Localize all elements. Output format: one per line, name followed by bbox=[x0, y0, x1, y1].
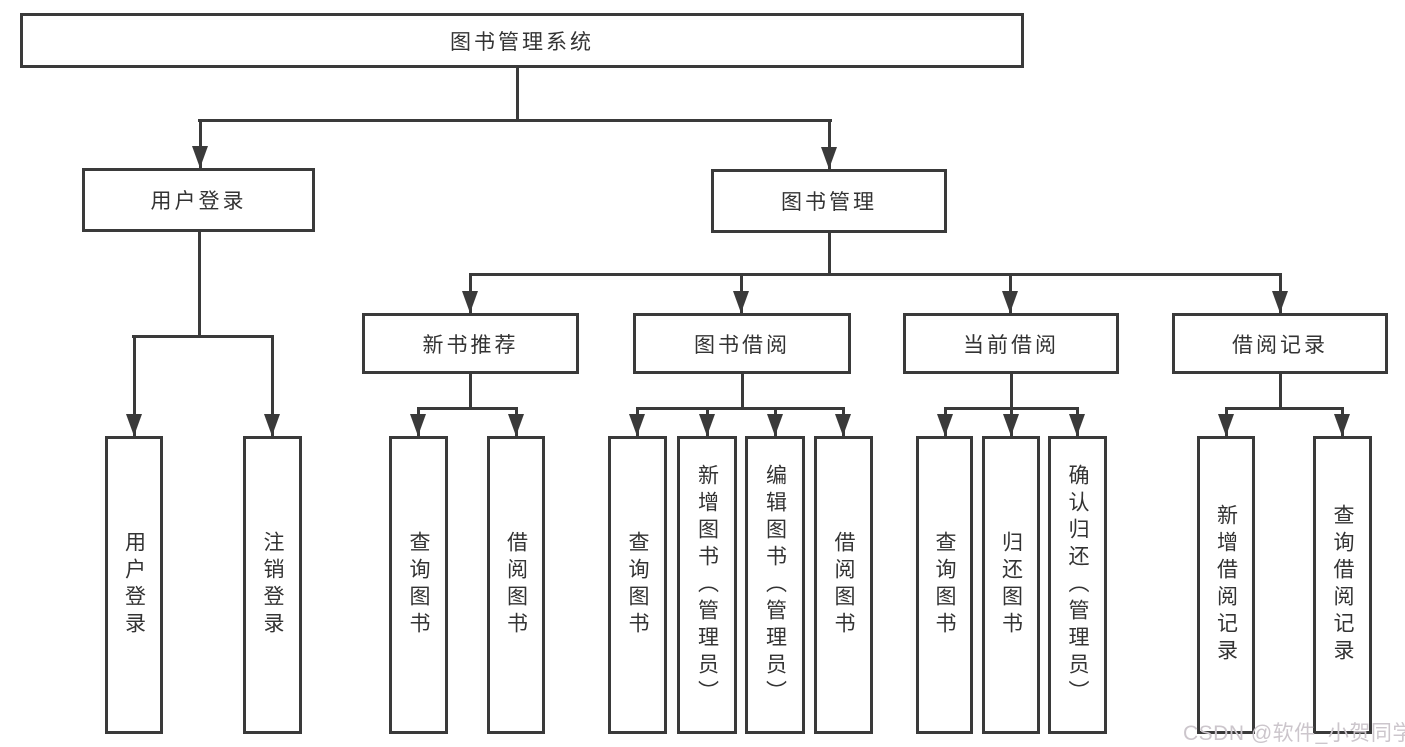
connector-line bbox=[198, 119, 832, 122]
leaf-query-borrow-record: 查询借阅记录 bbox=[1313, 436, 1372, 734]
node-library-system: 图书管理系统 bbox=[20, 13, 1024, 68]
node-borrowing-records-label: 借阅记录 bbox=[1232, 333, 1328, 357]
arrow-down-icon bbox=[821, 147, 837, 169]
leaf-user-login: 用户登录 bbox=[105, 436, 163, 734]
leaf-borrow-books-2-label: 借阅图书 bbox=[832, 531, 855, 639]
leaf-confirm-return-admin: 确认归还（管理员） bbox=[1048, 436, 1107, 734]
leaf-edit-book-admin-label: 编辑图书（管理员） bbox=[763, 463, 787, 707]
leaf-add-book-admin: 新增图书（管理员） bbox=[677, 436, 737, 734]
node-library-system-label: 图书管理系统 bbox=[450, 30, 594, 54]
arrow-down-icon bbox=[733, 291, 749, 313]
leaf-query-books-3-label: 查询图书 bbox=[933, 531, 956, 639]
arrow-down-icon bbox=[1069, 414, 1085, 436]
connector-line bbox=[1225, 407, 1343, 410]
node-current-borrowing-label: 当前借阅 bbox=[963, 333, 1059, 357]
arrow-down-icon bbox=[264, 414, 280, 436]
node-book-management: 图书管理 bbox=[711, 169, 947, 233]
node-user-login: 用户登录 bbox=[82, 168, 315, 232]
arrow-down-icon bbox=[937, 414, 953, 436]
connector-line bbox=[828, 233, 831, 275]
connector-line bbox=[469, 273, 1282, 276]
leaf-borrow-books: 借阅图书 bbox=[487, 436, 545, 734]
watermark-text: CSDN @软件_小贺同学 bbox=[1183, 722, 1405, 745]
node-new-book-recommendation: 新书推荐 bbox=[362, 313, 579, 374]
connector-line bbox=[417, 407, 517, 410]
arrow-down-icon bbox=[1272, 291, 1288, 313]
leaf-return-book: 归还图书 bbox=[982, 436, 1040, 734]
leaf-add-book-admin-label: 新增图书（管理员） bbox=[695, 463, 719, 707]
leaf-logout: 注销登录 bbox=[243, 436, 302, 734]
leaf-logout-label: 注销登录 bbox=[261, 531, 284, 639]
leaf-edit-book-admin: 编辑图书（管理员） bbox=[745, 436, 805, 734]
node-book-borrowing-label: 图书借阅 bbox=[694, 333, 790, 357]
leaf-query-books-2-label: 查询图书 bbox=[626, 531, 649, 639]
leaf-confirm-return-admin-label: 确认归还（管理员） bbox=[1066, 463, 1089, 707]
leaf-query-books-2: 查询图书 bbox=[608, 436, 667, 734]
arrow-down-icon bbox=[462, 291, 478, 313]
leaf-user-login-label: 用户登录 bbox=[122, 531, 146, 639]
arrow-down-icon bbox=[410, 414, 426, 436]
connector-line bbox=[828, 119, 831, 169]
arrow-down-icon bbox=[192, 146, 208, 168]
leaf-query-books-label: 查询图书 bbox=[407, 531, 430, 639]
connector-line bbox=[516, 68, 519, 119]
node-book-borrowing: 图书借阅 bbox=[633, 313, 851, 374]
connector-line bbox=[133, 335, 136, 436]
arrow-down-icon bbox=[1003, 414, 1019, 436]
connector-line bbox=[636, 407, 844, 410]
leaf-query-books: 查询图书 bbox=[389, 436, 448, 734]
arrow-down-icon bbox=[1218, 414, 1234, 436]
arrow-down-icon bbox=[1334, 414, 1350, 436]
node-borrowing-records: 借阅记录 bbox=[1172, 313, 1388, 374]
connector-line bbox=[271, 335, 274, 436]
node-user-login-label: 用户登录 bbox=[150, 190, 247, 213]
node-current-borrowing: 当前借阅 bbox=[903, 313, 1119, 374]
leaf-query-borrow-record-label: 查询借阅记录 bbox=[1331, 504, 1354, 666]
leaf-borrow-books-2: 借阅图书 bbox=[814, 436, 873, 734]
connector-line bbox=[741, 374, 744, 408]
arrow-down-icon bbox=[629, 414, 645, 436]
arrow-down-icon bbox=[767, 414, 783, 436]
connector-line bbox=[132, 335, 274, 338]
connector-line bbox=[1010, 374, 1013, 408]
node-book-management-label: 图书管理 bbox=[781, 191, 877, 214]
arrow-down-icon bbox=[1002, 291, 1018, 313]
node-new-book-recommendation-label: 新书推荐 bbox=[422, 333, 519, 357]
leaf-add-borrow-record: 新增借阅记录 bbox=[1197, 436, 1255, 734]
arrow-down-icon bbox=[835, 414, 851, 436]
leaf-add-borrow-record-label: 新增借阅记录 bbox=[1214, 504, 1238, 666]
connector-line bbox=[1279, 374, 1282, 408]
leaf-borrow-books-label: 借阅图书 bbox=[504, 531, 528, 639]
connector-line bbox=[198, 232, 201, 336]
arrow-down-icon bbox=[126, 414, 142, 436]
connector-line bbox=[469, 374, 472, 408]
connector-line bbox=[199, 119, 202, 168]
leaf-query-books-3: 查询图书 bbox=[916, 436, 973, 734]
leaf-return-book-label: 归还图书 bbox=[999, 531, 1023, 639]
arrow-down-icon bbox=[508, 414, 524, 436]
arrow-down-icon bbox=[699, 414, 715, 436]
